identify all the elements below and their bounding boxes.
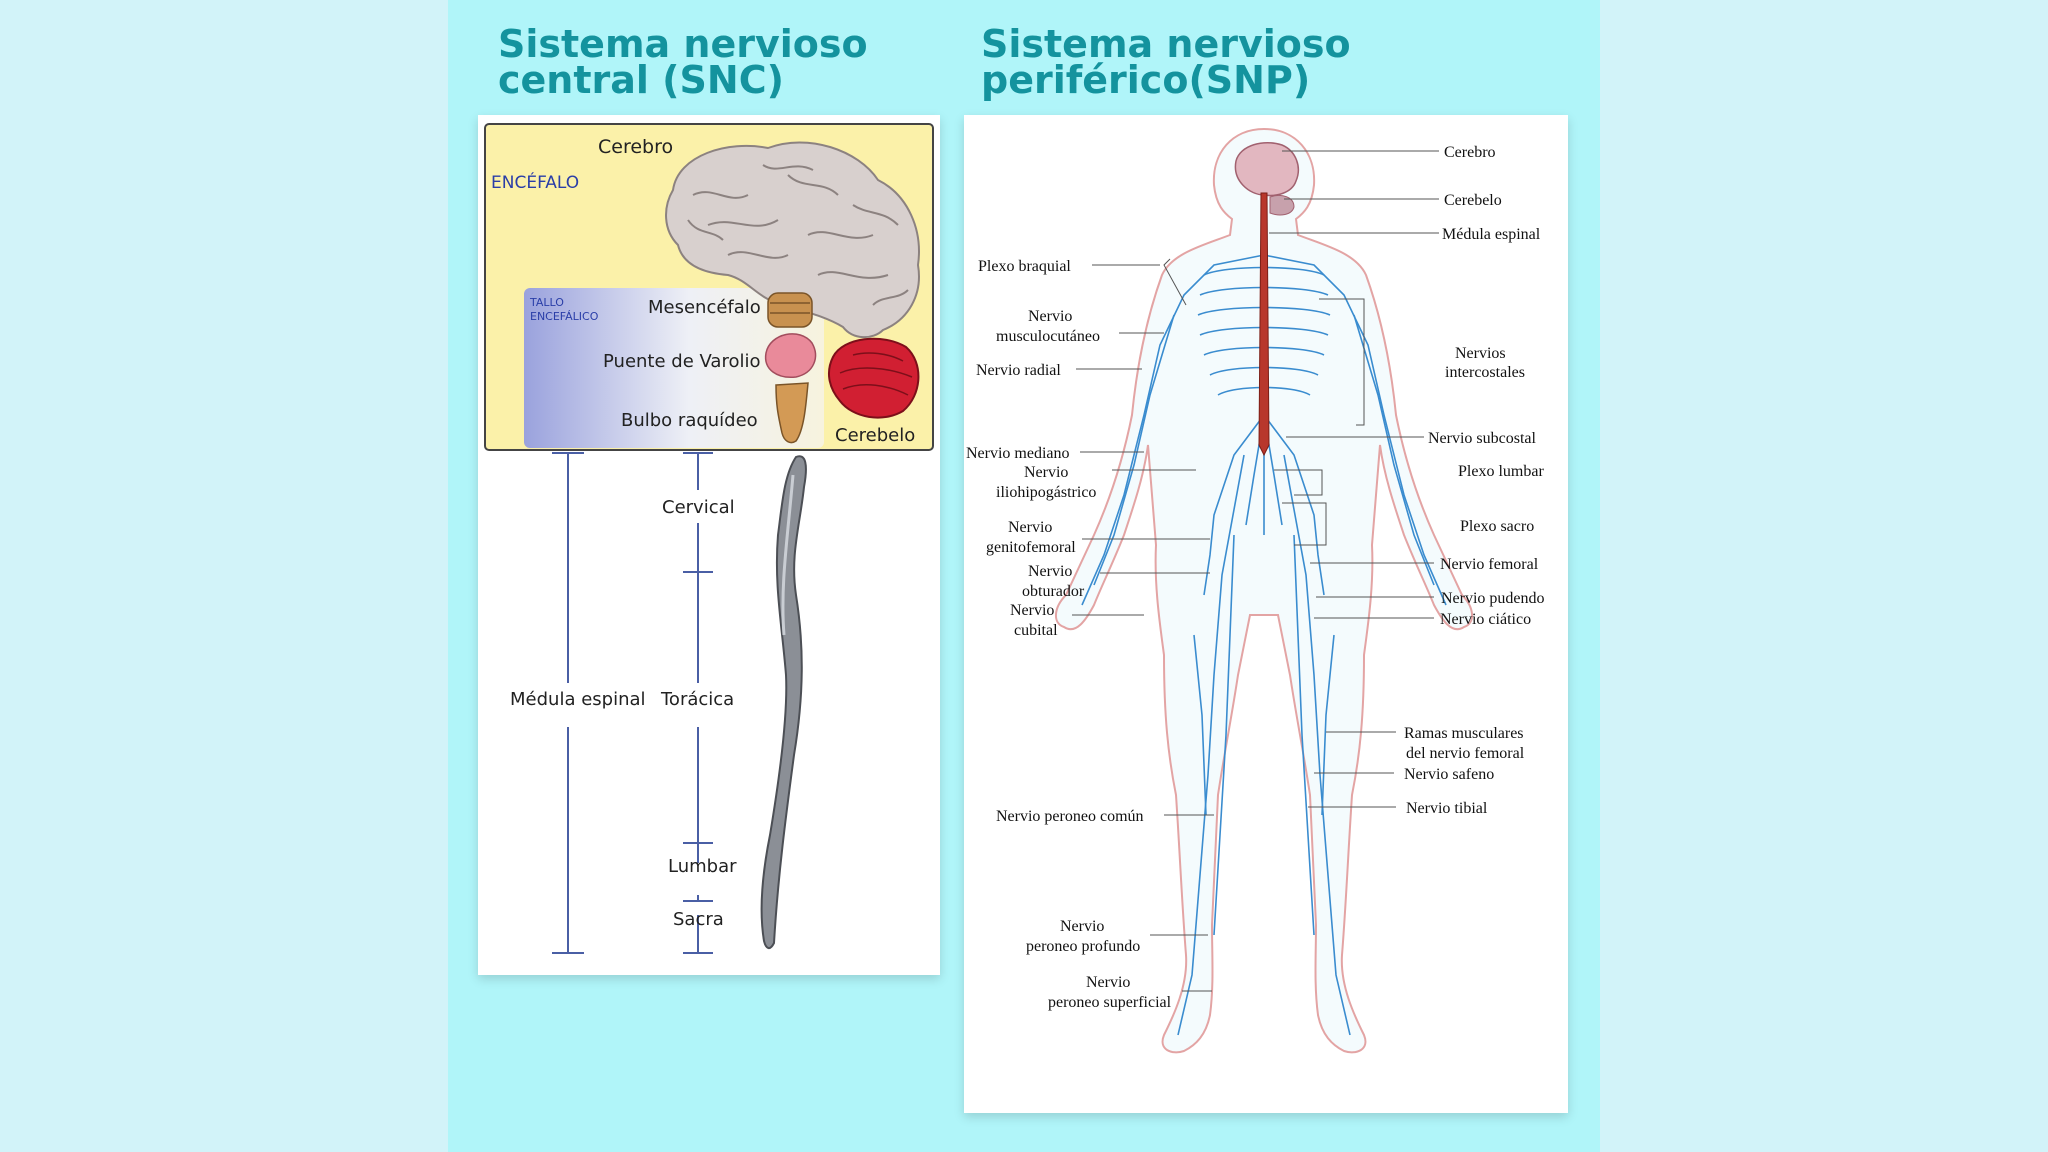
label-bulbo: Bulbo raquídeo xyxy=(621,410,758,431)
snp-label-cubital-2: cubital xyxy=(1014,622,1058,639)
label-cervical: Cervical xyxy=(662,497,735,518)
infographic: Sistema nervioso central (SNC) Sistema n… xyxy=(448,0,1600,1152)
label-cerebelo: Cerebelo xyxy=(835,425,915,446)
snc-title-line1: Sistema nervioso xyxy=(498,22,868,66)
snp-label-ilio-1: Nervio xyxy=(1024,464,1068,481)
snp-label-medula: Médula espinal xyxy=(1442,226,1541,243)
snp-label-genito-2: genitofemoral xyxy=(986,539,1076,556)
snp-label-cerebelo: Cerebelo xyxy=(1444,192,1502,209)
snp-label-prof-1: Nervio xyxy=(1060,918,1104,935)
snp-label-ramas-1: Ramas musculares xyxy=(1404,725,1524,742)
snp-label-ciatico: Nervio ciático xyxy=(1440,611,1531,628)
medulla-illustration xyxy=(775,382,809,444)
snp-label-obtur-1: Nervio xyxy=(1028,563,1072,580)
spinal-cord-illustration xyxy=(760,455,807,949)
tallo-box xyxy=(524,288,824,448)
snp-label-cerebro: Cerebro xyxy=(1444,144,1496,161)
snp-label-subcostal: Nervio subcostal xyxy=(1428,430,1537,447)
snp-label-musculo-1: Nervio xyxy=(1028,308,1072,325)
label-lumbar: Lumbar xyxy=(668,856,737,877)
snp-label-intercostales-2: intercostales xyxy=(1445,364,1525,381)
pons-illustration xyxy=(764,333,817,378)
label-mesencefalo: Mesencéfalo xyxy=(648,297,761,318)
snc-panel: Cerebro ENCÉFALO TALLO ENCEFÁLICO Mesenc… xyxy=(478,115,940,975)
snp-label-obtur-2: obturador xyxy=(1022,583,1085,600)
snp-label-radial: Nervio radial xyxy=(976,362,1061,379)
snp-label-mediano: Nervio mediano xyxy=(966,445,1070,462)
snp-label-cubital-1: Nervio xyxy=(1010,602,1054,619)
brain-illustration xyxy=(665,141,920,339)
label-medula: Médula espinal xyxy=(510,689,646,710)
snp-label-musculo-2: musculocutáneo xyxy=(996,328,1100,345)
midbrain-illustration xyxy=(767,292,813,328)
snp-title: Sistema nervioso periférico(SNP) xyxy=(981,22,1351,102)
label-sacra: Sacra xyxy=(673,909,724,930)
snp-label-plexo-lumbar: Plexo lumbar xyxy=(1458,463,1544,480)
snp-label-sup-1: Nervio xyxy=(1086,974,1130,991)
snp-label-safeno: Nervio safeno xyxy=(1404,766,1494,783)
snp-label-ramas-2: del nervio femoral xyxy=(1406,745,1525,762)
snp-label-plexo-sacro: Plexo sacro xyxy=(1460,518,1534,535)
spinal-scale xyxy=(552,452,713,954)
snp-label-plexo-braquial: Plexo braquial xyxy=(978,258,1071,275)
snp-label-pudendo: Nervio pudendo xyxy=(1441,590,1545,607)
label-encefalo: ENCÉFALO xyxy=(491,171,579,193)
label-toracica: Torácica xyxy=(660,689,734,710)
snp-label-peroneo-comun: Nervio peroneo común xyxy=(996,808,1144,825)
snp-title-line1: Sistema nervioso xyxy=(981,22,1351,66)
snp-diagram: Cerebro Cerebelo Médula espinal Nervios … xyxy=(966,127,1545,1054)
snc-title: Sistema nervioso central (SNC) xyxy=(498,22,868,102)
human-body-nervous-system-illustration xyxy=(1055,127,1473,1054)
snp-label-prof-2: peroneo profundo xyxy=(1026,938,1140,955)
snp-label-tibial: Nervio tibial xyxy=(1406,800,1488,817)
cerebellum-illustration xyxy=(827,337,920,419)
snp-label-sup-2: peroneo superficial xyxy=(1048,994,1172,1011)
snp-label-genito-1: Nervio xyxy=(1008,519,1052,536)
snp-title-line2: periférico(SNP) xyxy=(981,58,1311,102)
label-cerebro: Cerebro xyxy=(598,136,673,158)
snp-panel: Cerebro Cerebelo Médula espinal Nervios … xyxy=(964,115,1568,1113)
snc-diagram: Cerebro ENCÉFALO TALLO ENCEFÁLICO Mesenc… xyxy=(484,123,934,954)
label-puente: Puente de Varolio xyxy=(603,351,760,372)
label-tallo-1: TALLO xyxy=(529,296,564,309)
snp-label-ilio-2: iliohipogástrico xyxy=(996,484,1096,501)
snc-title-line2: central (SNC) xyxy=(498,58,784,102)
label-tallo-2: ENCEFÁLICO xyxy=(530,310,599,323)
snp-label-femoral: Nervio femoral xyxy=(1440,556,1539,573)
snp-label-intercostales-1: Nervios xyxy=(1455,345,1506,362)
leader-lines xyxy=(1072,150,1439,992)
